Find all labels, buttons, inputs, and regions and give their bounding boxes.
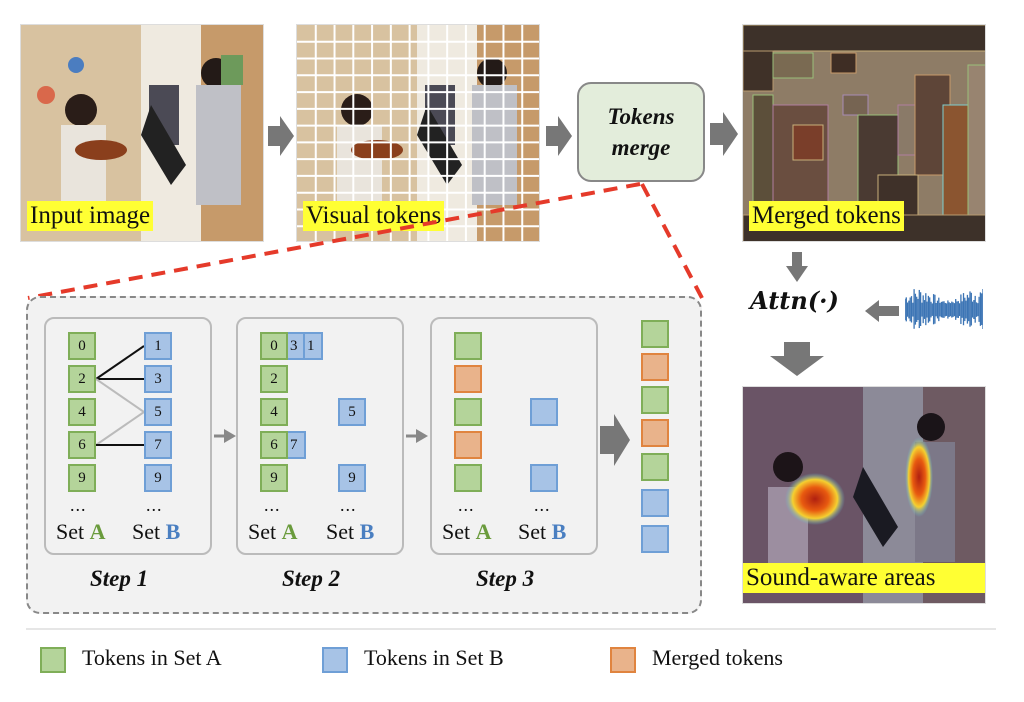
step-3-set-a-label: Set A	[442, 519, 492, 545]
set-a-token: 0	[68, 332, 96, 360]
arrow-right-icon	[546, 116, 572, 156]
step-1-set-b-ellipsis: ...	[146, 495, 163, 515]
set-word: Set	[56, 519, 85, 544]
step-2-set-b-ellipsis: ...	[340, 495, 357, 515]
arrow-right-icon	[710, 112, 738, 156]
step-3-set-b-label: Set B	[518, 519, 566, 545]
set-word: Set	[442, 519, 471, 544]
legend-swatch-a	[40, 647, 66, 673]
input-image: Input image	[20, 24, 264, 242]
set-b-token: 3	[144, 365, 172, 393]
visual-tokens-label: Visual tokens	[303, 201, 445, 231]
set-b-token	[641, 525, 669, 553]
set-word: Set	[518, 519, 547, 544]
step-1-set-a-label: Set A	[56, 519, 106, 545]
arrow-right-icon	[214, 429, 236, 443]
merged-token	[454, 431, 482, 459]
set-a-letter: A	[281, 519, 298, 544]
arrow-right-icon	[406, 429, 428, 443]
arrow-left-icon	[865, 300, 899, 322]
set-b-token: 7	[144, 431, 172, 459]
legend-swatch-b	[322, 647, 348, 673]
attention-function-label: Attn(·)	[750, 286, 839, 315]
arrow-right-icon	[600, 414, 630, 466]
legend-label: Merged tokens	[652, 645, 783, 670]
set-b-token: 1	[144, 332, 172, 360]
set-word: Set	[248, 519, 277, 544]
tokens-merge-label-line1: Tokens	[607, 104, 675, 129]
set-b-token: 9	[338, 464, 366, 492]
input-image-label: Input image	[27, 201, 154, 231]
set-a-token	[641, 453, 669, 481]
set-a-token: 6	[260, 431, 288, 459]
merged-token	[641, 353, 669, 381]
sound-aware-areas-label: Sound-aware areas	[743, 563, 985, 593]
visual-tokens-image: Visual tokens	[296, 24, 540, 242]
set-a-token	[454, 398, 482, 426]
set-word: Set	[132, 519, 161, 544]
set-b-token: 9	[144, 464, 172, 492]
set-word: Set	[326, 519, 355, 544]
set-a-token: 2	[68, 365, 96, 393]
attached-set-b-token: 1	[303, 332, 323, 360]
merged-tokens-label: Merged tokens	[749, 201, 904, 231]
step-1-set-b-label: Set B	[132, 519, 180, 545]
legend-divider	[26, 628, 996, 630]
attached-set-b-token: 7	[286, 431, 306, 459]
step-3-title: Step 3	[476, 566, 535, 591]
set-a-token: 4	[68, 398, 96, 426]
set-a-letter: A	[89, 519, 106, 544]
arrow-down-icon	[786, 252, 808, 282]
step-1-set-a-ellipsis: ...	[70, 495, 87, 515]
set-a-token: 6	[68, 431, 96, 459]
tokens-merge-label-line2: merge	[611, 135, 671, 160]
waveform-icon	[905, 288, 983, 329]
step-2-set-a-label: Set A	[248, 519, 298, 545]
set-a-token: 9	[68, 464, 96, 492]
set-a-token: 2	[260, 365, 288, 393]
set-a-token: 0	[260, 332, 288, 360]
step-3-set-a-ellipsis: ...	[458, 495, 475, 515]
set-b-token: 5	[338, 398, 366, 426]
merged-tokens-image: Merged tokens	[742, 24, 986, 242]
merged-token	[641, 419, 669, 447]
set-b-letter: B	[165, 519, 181, 544]
set-a-token	[641, 320, 669, 348]
set-b-letter: B	[359, 519, 375, 544]
set-b-letter: B	[551, 519, 567, 544]
set-a-token	[454, 464, 482, 492]
legend-swatch-m	[610, 647, 636, 673]
set-b-token	[530, 398, 558, 426]
step-2-set-b-label: Set B	[326, 519, 374, 545]
set-b-token: 5	[144, 398, 172, 426]
merged-token	[454, 365, 482, 393]
step-2-set-a-ellipsis: ...	[264, 495, 281, 515]
set-a-token: 4	[260, 398, 288, 426]
set-b-token	[530, 464, 558, 492]
arrow-down-icon	[770, 342, 824, 376]
set-a-token	[641, 386, 669, 414]
tokens-merge-block: Tokens merge	[577, 82, 705, 182]
step-3-set-b-ellipsis: ...	[534, 495, 551, 515]
set-a-token: 9	[260, 464, 288, 492]
step-1-title: Step 1	[90, 566, 149, 591]
step-2-title: Step 2	[282, 566, 341, 591]
sound-aware-areas-image: Sound-aware areas	[742, 386, 986, 604]
set-b-token	[641, 489, 669, 517]
legend-label: Tokens in Set B	[364, 645, 504, 670]
set-a-token	[454, 332, 482, 360]
legend-label: Tokens in Set A	[82, 645, 222, 670]
arrow-right-icon	[268, 116, 294, 156]
set-a-letter: A	[475, 519, 492, 544]
